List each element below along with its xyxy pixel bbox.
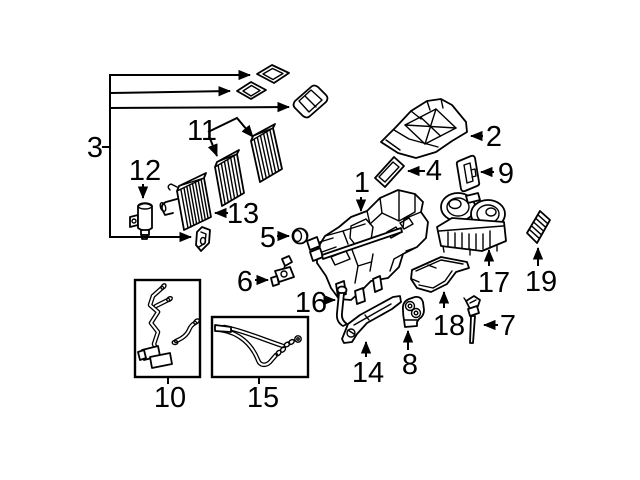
- part-seal-top-a: [256, 64, 290, 84]
- part-evaporator-13: [159, 172, 212, 231]
- part-bracket-9: [455, 154, 481, 193]
- callout-19: 19: [525, 266, 557, 298]
- callout-16: 16: [295, 287, 327, 319]
- part-hvac-housing: [306, 189, 429, 305]
- callout-6: 6: [237, 266, 253, 298]
- part-duct-blade-14: [341, 295, 402, 344]
- part-link-rod-16: [335, 285, 348, 327]
- part-vent-grille: [292, 84, 329, 119]
- callout-1: 1: [354, 167, 370, 199]
- callout-9: 9: [498, 158, 514, 190]
- callout-3: 3: [87, 132, 103, 164]
- callout-8: 8: [402, 349, 418, 381]
- part-actuator-8: [401, 295, 425, 328]
- callout-7: 7: [500, 310, 516, 342]
- part-seal-top-b: [236, 81, 267, 100]
- part-filter-right: [250, 123, 283, 183]
- callout-18: 18: [433, 310, 465, 342]
- leader-11a: [207, 116, 254, 138]
- part-seal-4: [374, 156, 405, 188]
- part-drain-flap: [195, 226, 211, 252]
- part-resistor-19: [526, 210, 551, 244]
- part-grommet-5: [291, 227, 309, 245]
- part-box-10-pipes: [133, 278, 202, 379]
- callout-15: 15: [247, 382, 279, 414]
- part-temp-sensor-7: [463, 295, 481, 344]
- callout-4: 4: [426, 155, 442, 187]
- callout-17: 17: [478, 267, 510, 299]
- part-duct-panel-18: [410, 256, 470, 293]
- callout-2: 2: [486, 121, 502, 153]
- part-valve-6: [270, 255, 295, 287]
- bracket-3-leader: [102, 69, 290, 243]
- part-filter-left: [214, 149, 245, 207]
- callout-14: 14: [352, 357, 384, 389]
- callout-11: 11: [187, 115, 217, 147]
- callout-10: 10: [154, 382, 186, 414]
- part-receiver-drier-12: [129, 202, 153, 240]
- leader-11b: [207, 135, 218, 157]
- part-air-inlet-duct: [380, 98, 468, 159]
- callout-12: 12: [129, 155, 161, 187]
- part-box-15-hoses: [210, 315, 310, 379]
- callout-13: 13: [227, 198, 259, 230]
- part-blower-assembly: [436, 192, 507, 256]
- callout-5: 5: [260, 222, 276, 254]
